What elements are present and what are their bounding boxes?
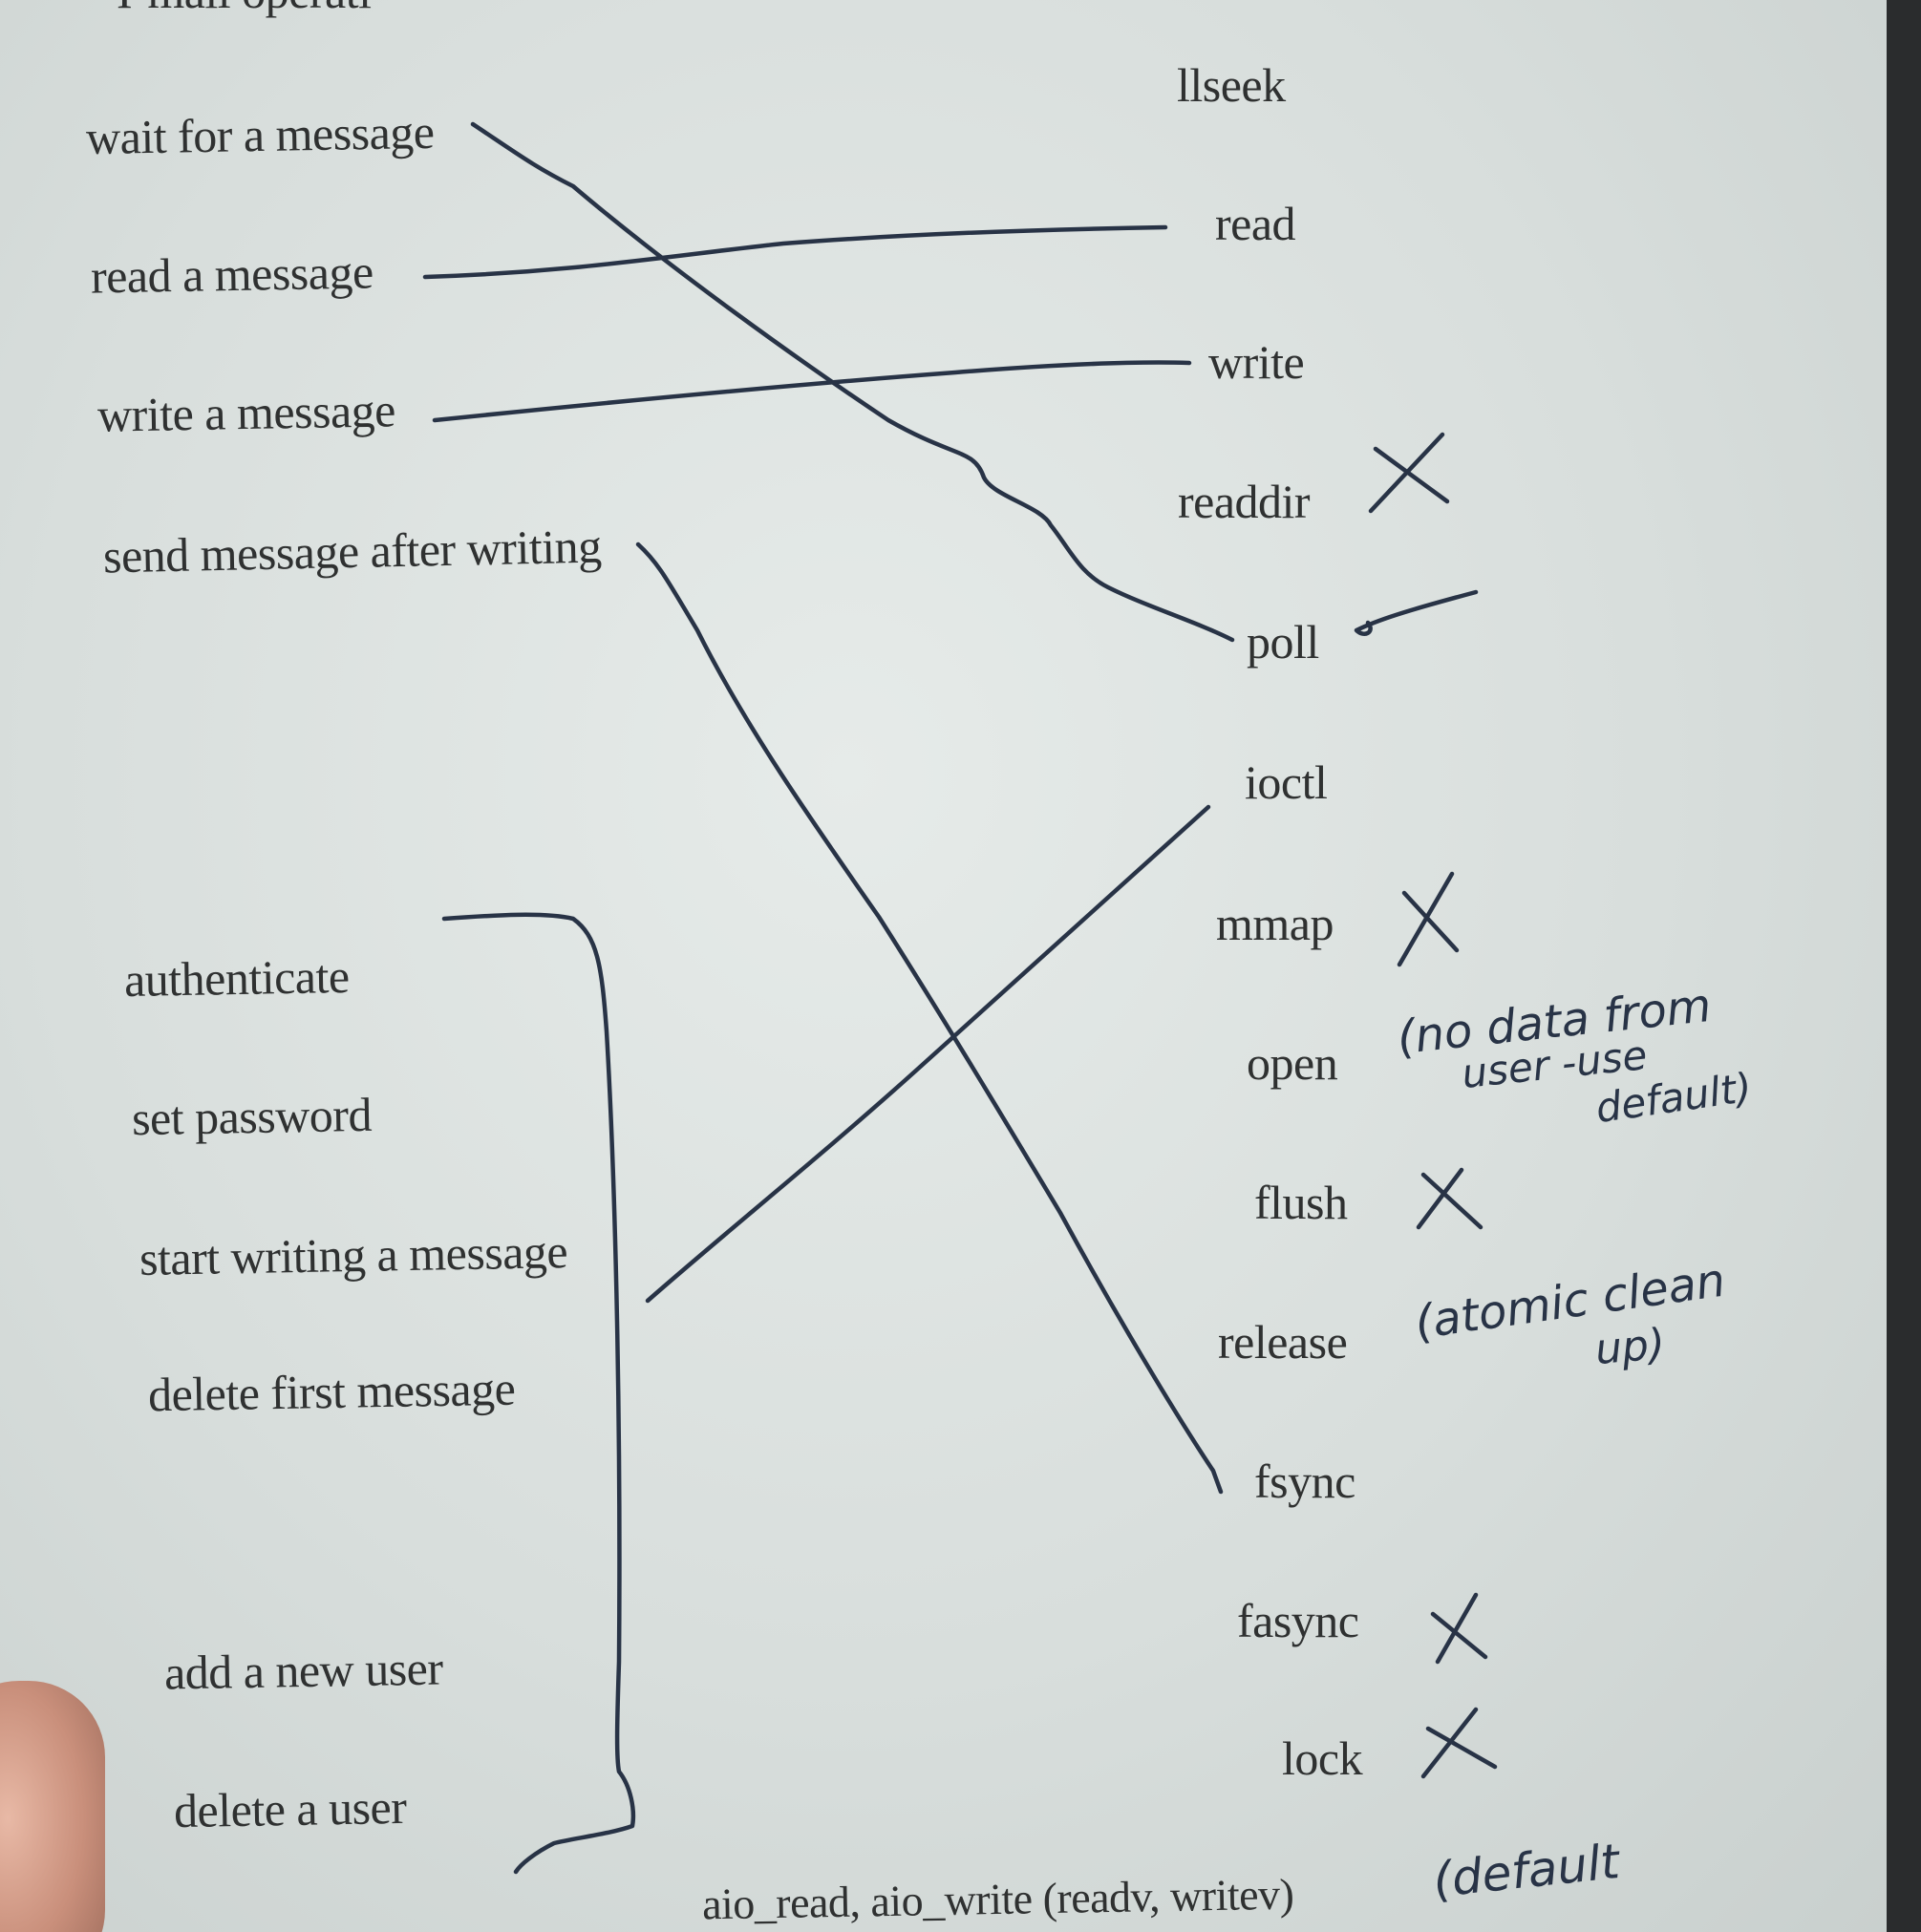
- right-item-readdir: readdir: [1178, 475, 1311, 528]
- line-start-writing-to-ioctl: [645, 804, 1211, 1304]
- right-item-flush: flush: [1254, 1176, 1348, 1229]
- bracket-user-ops: [441, 912, 636, 1875]
- x-fasync-icon: [1430, 1592, 1488, 1665]
- right-item-open: open: [1247, 1036, 1338, 1090]
- x-flush-icon: [1416, 1167, 1483, 1230]
- heading-partial: • I-mail operati: [76, 0, 372, 19]
- line-read-to-read: [422, 224, 1168, 280]
- line-wait-to-poll: [470, 121, 1235, 643]
- x-mmap-icon: [1397, 871, 1460, 967]
- right-item-fasync: fasync: [1237, 1594, 1359, 1647]
- x-readdir-icon: [1368, 432, 1450, 514]
- right-item-read: read: [1215, 197, 1296, 250]
- right-item-poll: poll: [1247, 615, 1319, 669]
- check-poll-icon: [1354, 589, 1479, 636]
- x-lock-icon: [1420, 1707, 1498, 1779]
- right-item-release: release: [1218, 1315, 1348, 1369]
- right-item-fsync: fsync: [1254, 1454, 1355, 1508]
- right-item-ioctl: ioctl: [1245, 755, 1328, 809]
- note-release-line2: up): [1592, 1319, 1668, 1375]
- line-send-to-fsync: [635, 541, 1224, 1495]
- right-item-lock: lock: [1282, 1731, 1363, 1785]
- right-item-write: write: [1208, 335, 1305, 389]
- right-item-mmap: mmap: [1216, 897, 1334, 950]
- right-item-llseek: llseek: [1177, 58, 1286, 112]
- thumb: [0, 1681, 105, 1932]
- line-write-to-write: [432, 360, 1192, 423]
